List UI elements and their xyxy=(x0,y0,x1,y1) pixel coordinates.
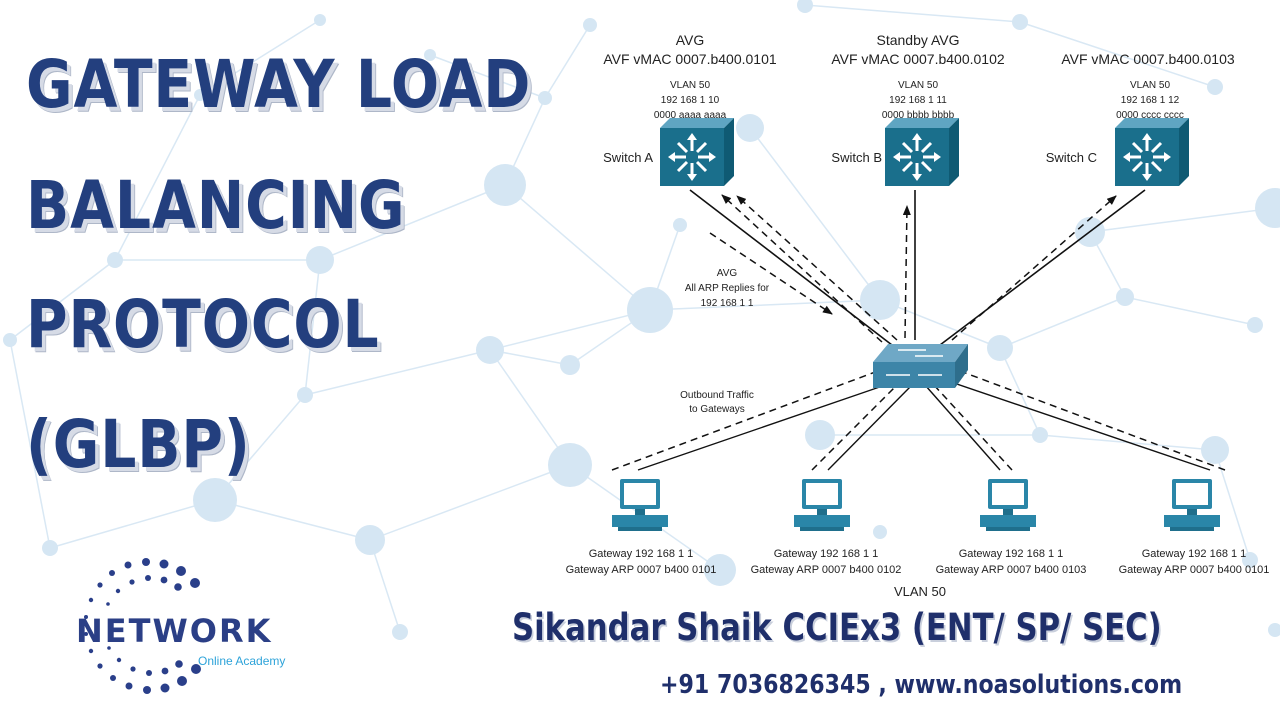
logo-wordmark: NETWORK xyxy=(76,612,273,650)
switch-b-vmac: AVF vMAC 0007.b400.0102 xyxy=(831,51,1005,67)
link-hub-host-1 xyxy=(637,379,901,471)
switch-b-role: Standby AVG xyxy=(876,32,959,48)
switch-a-vmac: AVF vMAC 0007.b400.0101 xyxy=(603,51,777,67)
avg-note-line-3: 192 168 1 1 xyxy=(701,298,754,309)
switch-b-mac: 0000 bbbb bbbb xyxy=(882,110,955,121)
link-hub-host-4 xyxy=(944,379,1211,471)
host-3-pc-icon xyxy=(980,479,1036,531)
switch-c-ip: 192 168 1 12 xyxy=(1121,95,1180,106)
switch-b-name: Switch B xyxy=(831,150,882,165)
vlan-label: VLAN 50 xyxy=(894,584,946,599)
switch-c-vlan: VLAN 50 xyxy=(1130,80,1170,91)
switch-b-ip: 192 168 1 11 xyxy=(889,95,947,106)
hub-switch-icon xyxy=(873,344,968,388)
switch-c-icon xyxy=(1115,118,1189,186)
switch-a-mac: 0000 aaaa aaaa xyxy=(654,110,727,121)
switch-a-icon xyxy=(660,118,734,186)
host-2-pc-icon xyxy=(794,479,850,531)
flow-host-1-out xyxy=(611,367,887,471)
switch-b-icon xyxy=(885,118,959,186)
switch-a-name: Switch A xyxy=(603,150,653,165)
link-switch-a-hub xyxy=(689,189,893,346)
flow-to-switch-a-1 xyxy=(721,194,883,343)
flow-host-2-out xyxy=(811,383,899,471)
host-3-gateway-arp: Gateway ARP 0007 b400 0103 xyxy=(936,564,1087,576)
link-hub-host-3 xyxy=(924,384,1001,471)
title-line-2: BALANCING xyxy=(26,167,406,244)
flow-host-3-out xyxy=(932,383,1013,471)
title-line-1: GATEWAY LOAD xyxy=(26,46,532,123)
host-4-gateway: Gateway 192 168 1 1 xyxy=(1142,548,1247,560)
switch-b-vlan: VLAN 50 xyxy=(898,80,938,91)
switch-c-name: Switch C xyxy=(1046,150,1097,165)
link-hub-host-2 xyxy=(827,384,913,471)
host-1-gateway: Gateway 192 168 1 1 xyxy=(589,548,694,560)
logo-subtitle: Online Academy xyxy=(198,654,286,668)
switch-c-mac: 0000 cccc cccc xyxy=(1116,110,1184,121)
contact-info: +91 7036826345 , www.noasolutions.com xyxy=(660,670,1183,700)
avg-note-line-2: All ARP Replies for xyxy=(685,283,770,294)
switch-c-vmac: AVF vMAC 0007.b400.0103 xyxy=(1061,51,1235,67)
title-line-3: PROTOCOL xyxy=(26,286,380,363)
link-switch-c-hub xyxy=(939,189,1146,346)
outbound-note-line-2: to Gateways xyxy=(689,404,745,415)
title-line-4: (GLBP) xyxy=(26,406,251,483)
switch-a-role: AVG xyxy=(676,32,705,48)
logo-dots-icon xyxy=(84,558,201,694)
switch-a-vlan: VLAN 50 xyxy=(670,80,710,91)
host-1-pc-icon xyxy=(612,479,668,531)
author-credit: Sikandar Shaik CCIEx3 (ENT/ SP/ SEC) xyxy=(512,606,1162,649)
host-3-gateway: Gateway 192 168 1 1 xyxy=(959,548,1064,560)
host-4-gateway-arp: Gateway ARP 0007 b400 0101 xyxy=(1119,564,1270,576)
flow-to-switch-b xyxy=(902,205,911,339)
flow-host-4-out xyxy=(951,367,1226,471)
switch-a-ip: 192 168 1 10 xyxy=(661,95,720,106)
host-1-gateway-arp: Gateway ARP 0007 b400 0101 xyxy=(566,564,717,576)
avg-note-title: AVG xyxy=(717,268,738,279)
flow-to-switch-c xyxy=(951,195,1117,341)
host-2-gateway: Gateway 192 168 1 1 xyxy=(774,548,879,560)
outbound-note-line-1: Outbound Traffic xyxy=(680,390,754,401)
host-4-pc-icon xyxy=(1164,479,1220,531)
host-2-gateway-arp: Gateway ARP 0007 b400 0102 xyxy=(751,564,902,576)
flow-to-switch-a-2 xyxy=(736,195,898,341)
flow-arp-replies xyxy=(709,232,833,315)
